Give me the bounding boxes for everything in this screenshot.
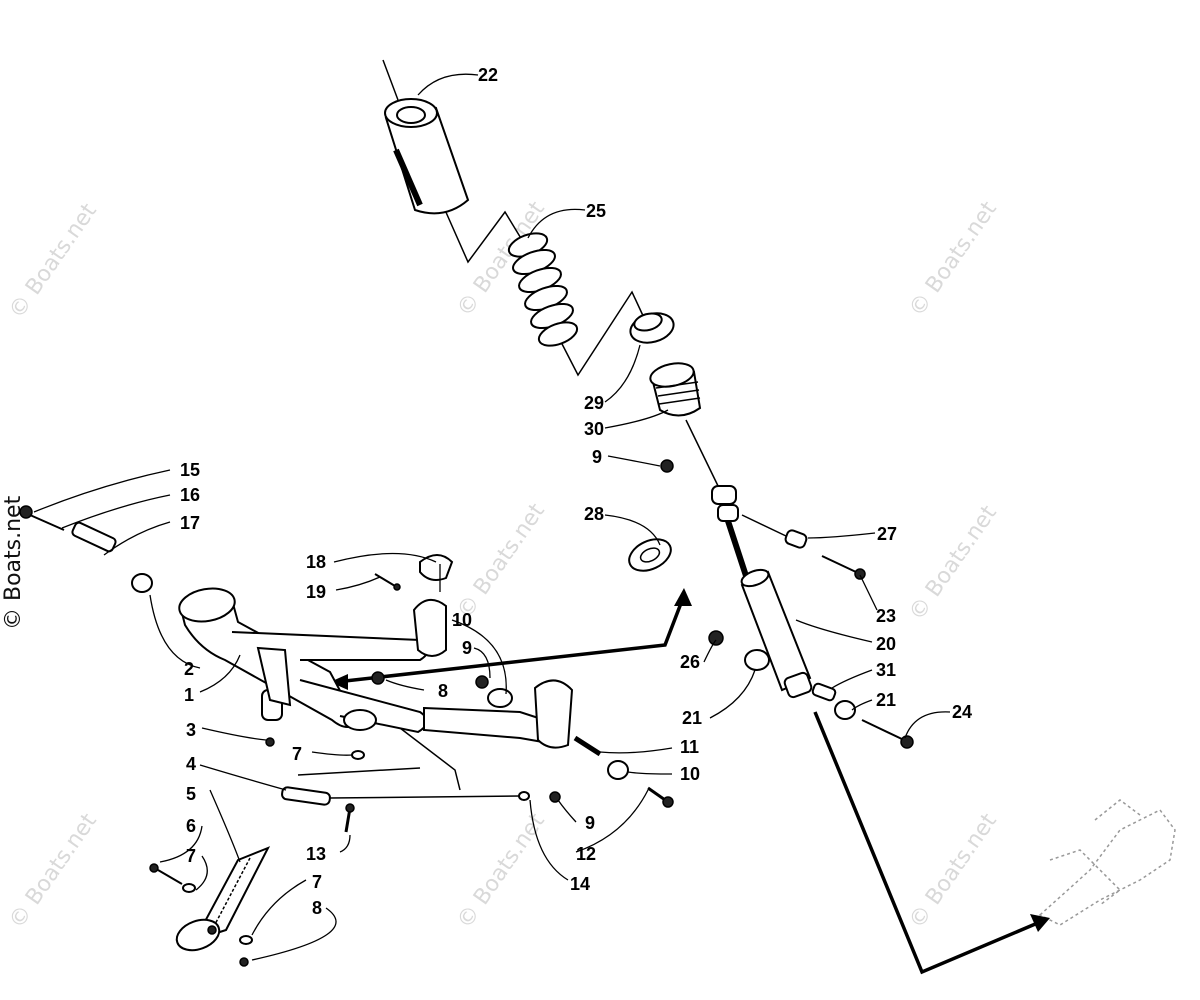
washer-9-lower	[518, 791, 530, 801]
callout-7-upper: 7	[292, 744, 302, 764]
bushing-10-lower	[607, 760, 629, 780]
callout-14: 14	[570, 874, 590, 894]
nut-9-upper	[660, 459, 674, 473]
spring-25	[507, 232, 579, 347]
bushing-21-left	[744, 649, 770, 671]
callout-10-upper: 10	[452, 610, 472, 630]
bolt-15	[19, 505, 65, 531]
a-arm-1	[178, 587, 429, 734]
bolt-24	[861, 719, 914, 749]
callout-11: 11	[680, 737, 699, 757]
washer-7-lower	[239, 935, 253, 945]
watermark: © Boats.net	[452, 499, 550, 624]
shock-axis	[382, 59, 721, 491]
watermark: © Boats.net	[452, 809, 550, 934]
callout-8-lower: 8	[312, 898, 322, 918]
callout-7-mid: 7	[186, 846, 196, 866]
watermark: © Boats.net	[904, 809, 1002, 934]
callout-19: 19	[306, 582, 326, 602]
spindle-upper	[412, 599, 447, 657]
bushing-2	[131, 573, 153, 593]
lower-arm-right	[423, 675, 574, 749]
callout-10-lower: 10	[680, 764, 700, 784]
plate-4	[281, 786, 331, 806]
callout-22: 22	[478, 65, 498, 85]
callout-labels: 22 25 29 30 9 28 27 23 20 26 31 21 21 24…	[180, 65, 972, 918]
bolt-13	[344, 803, 355, 833]
watermark: © Boats.net	[904, 197, 1002, 322]
callout-7-lower: 7	[312, 872, 322, 892]
nut-8-upper	[371, 671, 385, 685]
bolt-6	[149, 863, 183, 885]
callout-23: 23	[876, 606, 896, 626]
washer-28	[628, 538, 672, 572]
frame-outline	[1038, 799, 1176, 926]
callout-21-right: 21	[876, 690, 896, 710]
callout-9-mid: 9	[462, 638, 472, 658]
leader-lines	[33, 73, 951, 961]
callout-25: 25	[586, 201, 606, 221]
callout-21-left: 21	[682, 708, 702, 728]
watermark: © Boats.net	[4, 199, 102, 324]
bushing-21-right	[834, 700, 856, 720]
adjuster-30	[649, 362, 702, 417]
pin-11	[573, 735, 602, 757]
nut-8-lower	[239, 957, 249, 967]
callout-27: 27	[877, 524, 897, 544]
callout-18: 18	[306, 552, 326, 572]
bracket-18	[419, 554, 454, 581]
shock-body-20	[711, 485, 813, 699]
watermarks: © Boats.net © Boats.net © Boats.net © Bo…	[1, 197, 1002, 934]
watermark-side: © Boats.net	[1, 495, 26, 630]
callout-24: 24	[952, 702, 972, 722]
callout-20: 20	[876, 634, 896, 654]
spring-seat-29	[629, 312, 675, 344]
nut-9-lower	[549, 791, 561, 803]
callout-2: 2	[184, 659, 194, 679]
callout-26: 26	[680, 652, 700, 672]
washer-7-upper	[351, 750, 365, 760]
callout-16: 16	[180, 485, 200, 505]
callout-13: 13	[306, 844, 326, 864]
watermark: © Boats.net	[4, 809, 102, 934]
callout-8-upper: 8	[438, 681, 448, 701]
callout-28: 28	[584, 504, 604, 524]
spacer-31	[811, 682, 837, 702]
callout-3: 3	[186, 720, 196, 740]
rod-14	[297, 727, 521, 799]
callout-15: 15	[180, 460, 200, 480]
spacer-17	[71, 521, 117, 553]
watermark: © Boats.net	[904, 501, 1002, 626]
callout-12: 12	[576, 844, 596, 864]
callout-9: 9	[592, 447, 602, 467]
tie-rod-5	[175, 846, 271, 952]
bolt-23	[821, 555, 866, 580]
sleeve-27	[741, 514, 808, 549]
callout-31: 31	[876, 660, 896, 680]
callout-1: 1	[184, 685, 194, 705]
callout-17: 17	[180, 513, 200, 533]
nut-3	[265, 737, 275, 747]
boot-22	[384, 98, 470, 215]
nut-26	[708, 630, 724, 646]
callout-9-lower: 9	[585, 813, 595, 833]
callout-5: 5	[186, 784, 196, 804]
callout-30: 30	[584, 419, 604, 439]
grease-fitting-19	[374, 573, 401, 591]
callout-6: 6	[186, 816, 196, 836]
washer-7-mid	[182, 883, 196, 893]
bolt-12	[647, 786, 674, 808]
direction-arrows	[330, 588, 1050, 975]
callout-29: 29	[584, 393, 604, 413]
callout-4: 4	[186, 754, 196, 774]
